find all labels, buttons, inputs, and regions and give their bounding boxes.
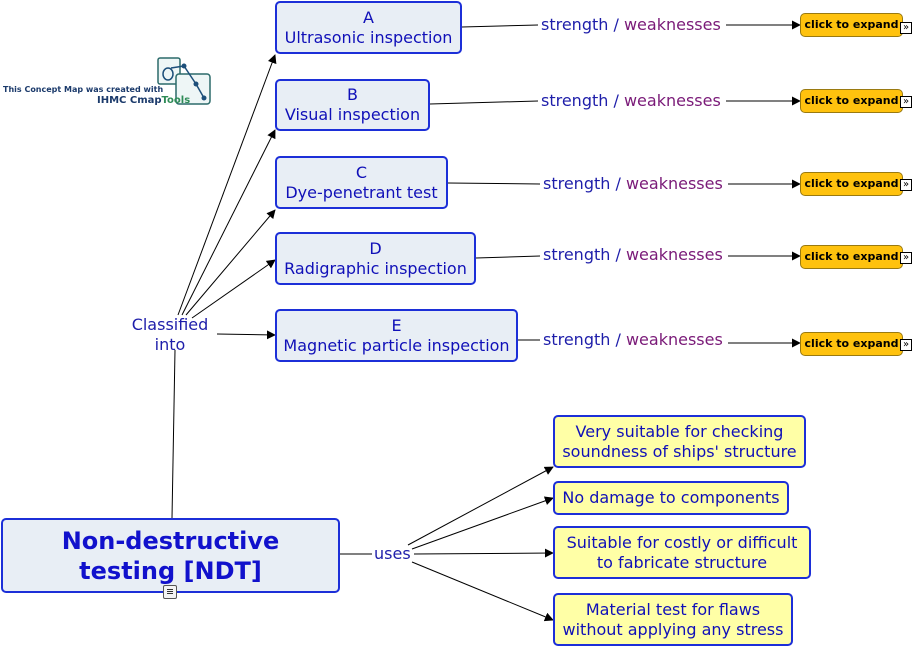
connector-classified-to-b <box>181 129 276 316</box>
connector-root-to-classified <box>171 349 176 519</box>
double-chevron-right-icon[interactable]: » <box>900 179 912 191</box>
method-name: Dye-penetrant test <box>285 182 438 202</box>
strength-text: strength <box>543 330 611 349</box>
double-chevron-right-icon[interactable]: » <box>900 339 912 351</box>
strength-weakness-label-e: strength / weaknesses <box>543 330 723 350</box>
method-node-a[interactable]: A Ultrasonic inspection <box>275 1 462 54</box>
expand-button-b[interactable]: click to expand <box>800 89 903 113</box>
method-name: Ultrasonic inspection <box>284 27 453 47</box>
separator-text: / <box>615 245 621 264</box>
credit-cmap-text: IHMC Cmap <box>97 95 162 106</box>
method-name: Magnetic particle inspection <box>283 335 510 355</box>
method-name: Radigraphic inspection <box>284 258 467 278</box>
method-letter: B <box>347 85 358 104</box>
connector-d-to-strength <box>475 255 541 259</box>
connector-uses-to-2 <box>411 496 554 550</box>
expand-button-c[interactable]: click to expand <box>800 172 903 196</box>
connector-classified-to-a <box>177 54 277 316</box>
expand-button-a[interactable]: click to expand <box>800 13 903 37</box>
cmaptools-logo <box>157 57 211 105</box>
method-node-d[interactable]: D Radigraphic inspection <box>275 232 476 285</box>
method-node-c[interactable]: C Dye-penetrant test <box>275 156 448 209</box>
use-node-4[interactable]: Material test for flaws without applying… <box>553 593 793 646</box>
expand-button-e[interactable]: click to expand <box>800 332 903 356</box>
use-text: No damage to components <box>562 488 780 507</box>
strength-weakness-label-b: strength / weaknesses <box>541 91 721 111</box>
root-label: Non-destructive testing [NDT] <box>61 526 280 585</box>
connector-a-to-strength <box>461 24 539 28</box>
use-text: Very suitable for checking soundness of … <box>562 421 797 461</box>
expand-button-d[interactable]: click to expand <box>800 245 903 269</box>
use-text: Material test for flaws without applying… <box>562 599 784 639</box>
use-text: Suitable for costly or difficult to fabr… <box>566 532 798 572</box>
weakness-text: weaknesses <box>625 174 723 193</box>
connector-classified-to-d <box>191 259 276 319</box>
weakness-text: weaknesses <box>623 15 721 34</box>
connector-uses-to-4 <box>411 561 554 622</box>
root-node-ndt[interactable]: Non-destructive testing [NDT] <box>1 518 340 593</box>
use-node-2[interactable]: No damage to components <box>553 481 789 515</box>
weakness-text: weaknesses <box>625 330 723 349</box>
separator-text: / <box>615 174 621 193</box>
strength-text: strength <box>543 174 611 193</box>
method-letter: A <box>363 7 374 27</box>
uses-label: uses <box>374 544 411 563</box>
strength-weakness-label-d: strength / weaknesses <box>543 245 723 265</box>
connector-b-to-strength <box>429 100 539 105</box>
separator-text: / <box>613 91 619 110</box>
classified-into-label: Classified into <box>131 315 209 354</box>
credit-tools-text: Tools <box>161 95 191 106</box>
method-node-b[interactable]: B Visual inspection <box>275 79 430 131</box>
connector-classified-to-e <box>216 330 276 340</box>
credit-line-1: This Concept Map was created with <box>3 85 164 94</box>
use-node-1[interactable]: Very suitable for checking soundness of … <box>553 415 806 468</box>
weakness-text: weaknesses <box>623 91 721 110</box>
method-letter: D <box>369 238 382 258</box>
connector-classified-to-c <box>185 209 276 316</box>
double-chevron-right-icon[interactable]: » <box>900 96 912 108</box>
strength-text: strength <box>541 15 609 34</box>
strength-weakness-label-c: strength / weaknesses <box>543 174 723 194</box>
method-name: Visual inspection <box>284 105 421 124</box>
document-icon[interactable] <box>163 585 177 599</box>
strength-text: strength <box>543 245 611 264</box>
strength-weakness-label-a: strength / weaknesses <box>541 15 721 35</box>
weakness-text: weaknesses <box>625 245 723 264</box>
strength-text: strength <box>541 91 609 110</box>
method-node-e[interactable]: E Magnetic particle inspection <box>275 309 518 362</box>
connector-uses-to-1 <box>407 466 554 546</box>
connector-uses-to-3 <box>413 548 554 558</box>
method-letter: C <box>355 162 368 182</box>
double-chevron-right-icon[interactable]: » <box>900 252 912 264</box>
method-letter: E <box>391 315 402 335</box>
credit-line-2: IHMC CmapTools <box>97 95 190 106</box>
connector-c-to-strength <box>447 182 541 185</box>
use-node-3[interactable]: Suitable for costly or difficult to fabr… <box>553 526 811 579</box>
separator-text: / <box>613 15 619 34</box>
double-chevron-right-icon[interactable]: » <box>900 22 912 34</box>
separator-text: / <box>615 330 621 349</box>
